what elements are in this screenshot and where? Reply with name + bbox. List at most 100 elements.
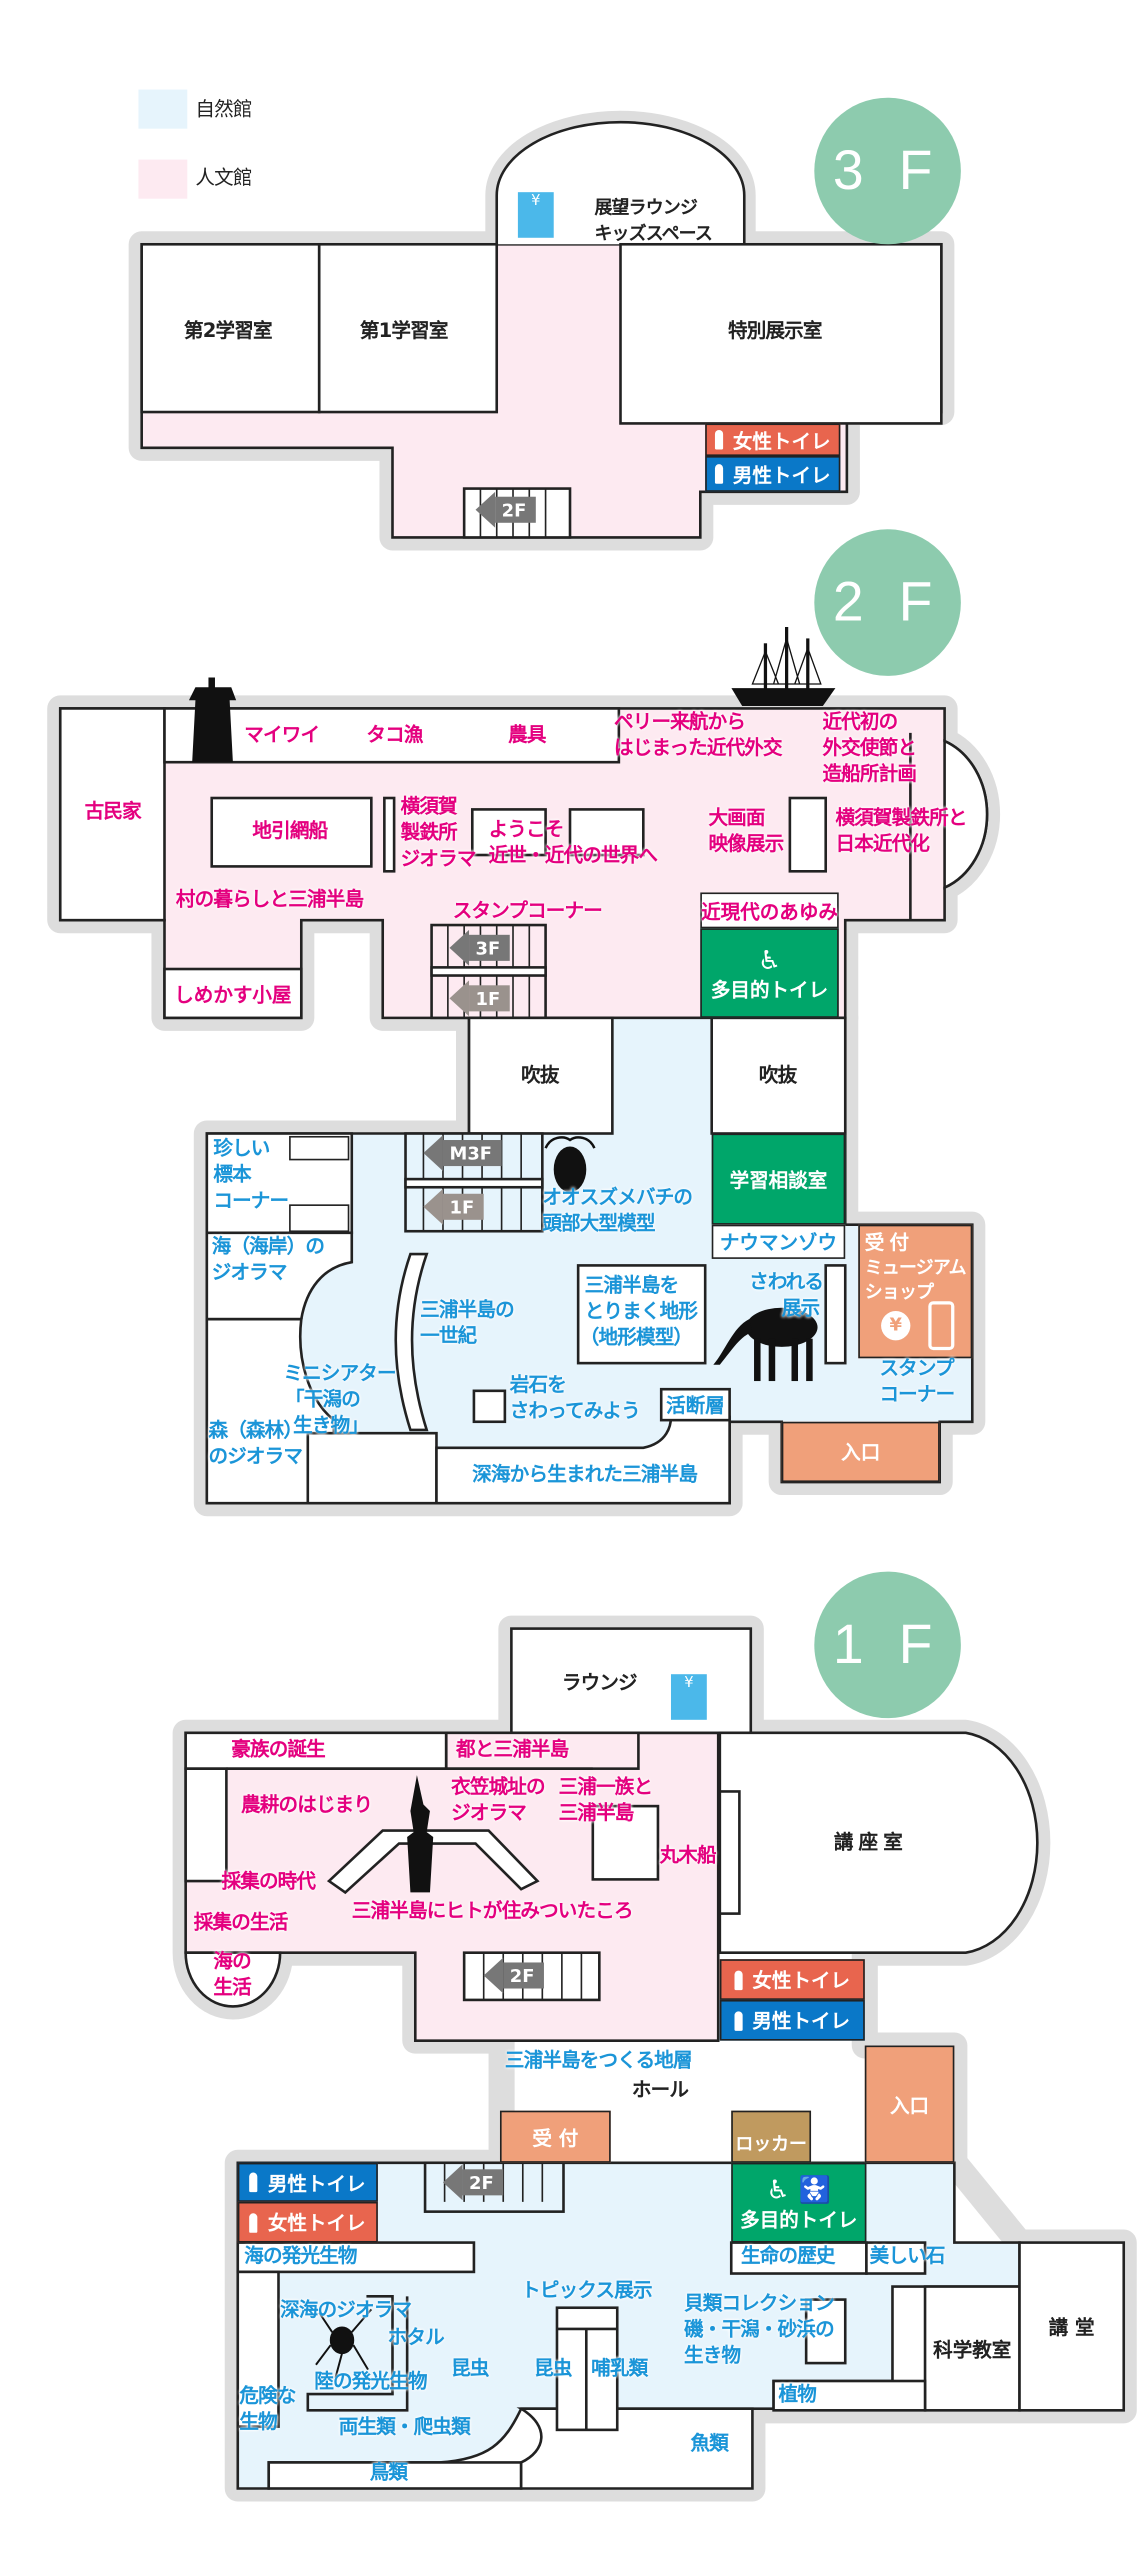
lecture-room-label: 講 座 室 (833, 1830, 903, 1854)
sea-life-label-2: 生活 (213, 1975, 251, 1999)
naumann-elephant-label: ナウマンゾウ (711, 1224, 846, 1259)
stamp-corner-label: スタンプコーナー (452, 898, 603, 922)
stairs-label: 1F (442, 1193, 484, 1220)
hornet-label-1: オオスズメバチの (542, 1185, 693, 1209)
science-room-label: 科学教室 (933, 2337, 1012, 2361)
stairs-to-2f-1f[interactable]: 2F (483, 1957, 545, 1994)
canoe-label: 丸木船 (659, 1843, 717, 1867)
miyako-label: 都と三浦半島 (456, 1737, 569, 1761)
nougu-label: 農具 (508, 723, 546, 746)
welcome-label-2: 近世・近代の世界へ (488, 843, 658, 867)
birds-label: 鳥類 (369, 2460, 408, 2484)
accessible-toilet-1f: ♿ 🚼多目的トイレ (731, 2162, 867, 2243)
insects-label-2: 昆虫 (534, 2356, 572, 2380)
touch-label-2: 展示 (781, 1296, 820, 1320)
legend-humanities-swatch (138, 159, 188, 199)
terrain-label-2: とりまく地形 (584, 1299, 698, 1323)
tako-label: タコ漁 (366, 723, 423, 746)
rare-label-2: 標本 (213, 1162, 251, 1186)
women-toilet-label: 女性トイレ (732, 429, 831, 452)
stairs-to-1f-lower[interactable]: 1F (423, 1188, 484, 1225)
wheelchair-icon: ♿ 🚼 (766, 2173, 832, 2205)
fish-label: 魚類 (690, 2431, 729, 2455)
mammoth-skeleton-icon (713, 1307, 818, 1382)
danger-label-1: 危険な (239, 2384, 296, 2408)
lounge-1f-label: ラウンジ (561, 1670, 638, 1694)
terrain-label-3: （地形模型） (579, 1325, 693, 1349)
study-room-1: 第1学習室 (359, 319, 449, 343)
deep-sea-label: 深海から生まれた三浦半島 (472, 1462, 698, 1486)
arrow-left-icon (483, 1957, 504, 1994)
study-room-2: 第2学習室 (184, 319, 273, 343)
sea-diorama-label-2: ジオラマ (211, 1260, 288, 1284)
arrow-left-icon (442, 2164, 463, 2201)
hall-label: ホール (631, 2078, 689, 2101)
screen-label-2: 映像展示 (708, 832, 784, 856)
modern-history-box: 近現代のあゆみ (700, 892, 839, 929)
miura-clan-label-2: 三浦半島 (558, 1801, 635, 1825)
atrium-label-2: 吹抜 (758, 1063, 797, 1087)
century-label-2: 一世紀 (420, 1324, 477, 1347)
kinugasa-label-1: 衣笠城址の (451, 1775, 545, 1798)
stamp-corner-2-label-2: コーナー (879, 1382, 955, 1406)
stairs-to-2f[interactable]: 2F (475, 491, 537, 528)
cafe-icon: ¥ (517, 192, 554, 238)
century-label-1: 三浦半島の (420, 1297, 514, 1321)
stairs-label: M3F (442, 1140, 502, 1167)
deep-diorama-label: 深海のジオラマ (280, 2297, 412, 2321)
forest-label-1: 森（森林） (208, 1418, 303, 1442)
study-consultation-room: 学習相談室 (711, 1133, 846, 1225)
haniwa-statue-icon (407, 1775, 434, 1893)
rock-label-2: さわってみよう (509, 1398, 641, 1422)
stones-label: 美しい石 (869, 2244, 946, 2268)
kominka-label: 古民家 (84, 799, 142, 823)
man-icon (734, 2010, 743, 2031)
forest-label-2: のジオラマ (208, 1444, 303, 1468)
insects-label-1: 昆虫 (451, 2356, 489, 2380)
strata-label: 三浦半島をつくる地層 (504, 2048, 693, 2072)
firefly-label: ホタル (387, 2325, 445, 2349)
arrow-left-icon (475, 491, 496, 528)
women-toilet-label: 女性トイレ (752, 1968, 851, 1992)
land-glow-label: 陸の発光生物 (314, 2369, 427, 2393)
arrow-left-icon (449, 980, 470, 1017)
kinugasa-label-2: ジオラマ (451, 1801, 527, 1825)
arrow-left-icon (449, 929, 470, 966)
woman-icon (714, 429, 724, 450)
yokosuka-label-2: 製鉄所 (400, 820, 458, 844)
topics-label: トピックス展示 (521, 2278, 652, 2302)
spider-crab-icon (315, 2308, 373, 2379)
plants-label: 植物 (778, 2382, 816, 2406)
stairs-label: 2F (503, 1962, 545, 1989)
floor-3-badge[interactable]: 3 F (814, 97, 961, 245)
modern-label-2: 日本近代化 (835, 832, 930, 856)
perry-label-2: はじまった近代外交 (613, 736, 783, 759)
men-toilet-1f-lower: 男性トイレ (237, 2162, 378, 2202)
stairs-to-2f-lower[interactable]: 2F (442, 2164, 504, 2201)
arrow-left-icon (423, 1135, 443, 1171)
legend-nature-label: 自然館 (195, 97, 252, 121)
rare-label-3: コーナー (213, 1188, 289, 1212)
stamp-corner-2-label-1: スタンプ (879, 1356, 954, 1380)
accessible-toilet-label: 多目的トイレ (740, 2207, 858, 2231)
reception-1f: 受 付 (499, 2110, 611, 2163)
sailing-ship-icon (731, 627, 836, 706)
first-humans-label: 三浦半島にヒトが住みついたころ (351, 1898, 634, 1922)
floor-1-badge[interactable]: 1 F (814, 1571, 961, 1719)
women-toilet: 女性トイレ (705, 423, 841, 457)
auditorium-label: 講 堂 (1048, 2315, 1095, 2339)
legend-humanities-label: 人文館 (195, 166, 252, 189)
floor-2-badge[interactable]: 2 F (814, 529, 961, 676)
envoy-label-3: 造船所計画 (822, 762, 917, 785)
yen-icon: ¥ (881, 1311, 911, 1341)
maiwai-label: マイワイ (244, 723, 320, 746)
stairs-to-1f[interactable]: 1F (449, 980, 511, 1017)
jibiki-label: 地引網船 (252, 819, 328, 842)
yokosuka-label-3: ジオラマ (400, 846, 477, 870)
welcome-label-1: ようこそ (488, 817, 565, 841)
accessible-toilet-2f: ♿多目的トイレ (700, 928, 839, 1018)
stairs-to-3f[interactable]: 3F (449, 929, 511, 966)
stairs-to-m3f[interactable]: M3F (423, 1135, 502, 1171)
gathering-life-label: 採集の生活 (193, 1910, 288, 1934)
